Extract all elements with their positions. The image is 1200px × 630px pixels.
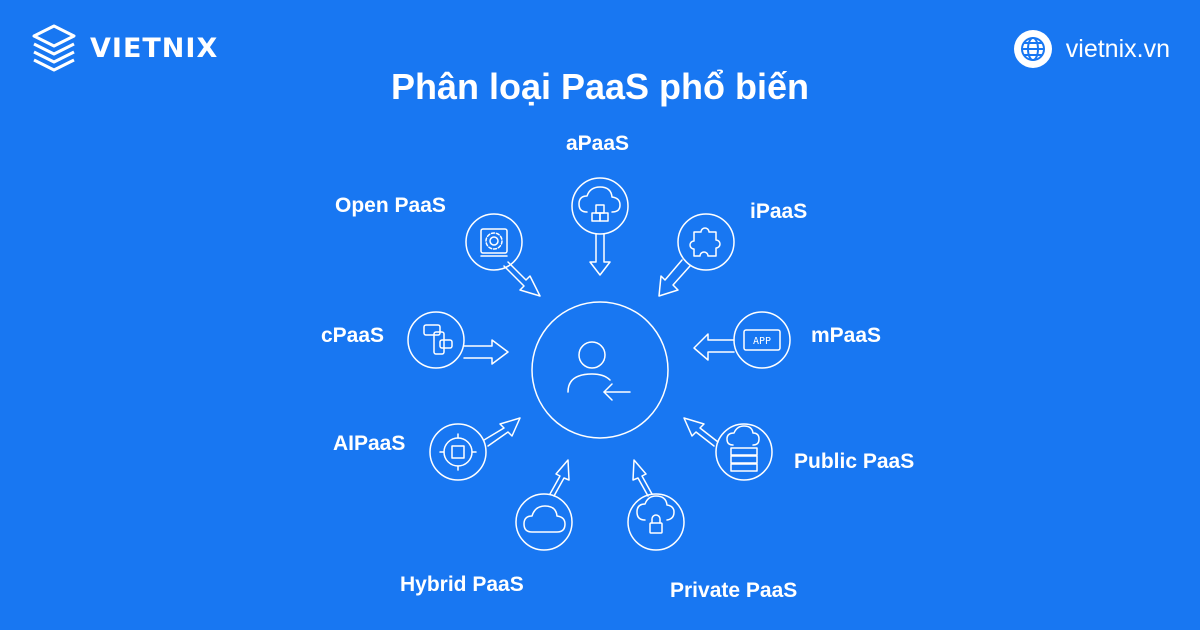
label-ipaas: iPaaS	[750, 200, 808, 223]
open-paas-node	[465, 213, 541, 297]
label-hybrid-paas: Hybrid PaaS	[400, 573, 524, 596]
label-aipaas: AIPaaS	[333, 432, 406, 455]
center-user-icon	[531, 301, 669, 439]
label-public-paas: Public PaaS	[794, 450, 915, 473]
ipaas-node	[658, 213, 735, 297]
label-apaas: aPaaS	[566, 132, 630, 155]
site-url[interactable]: vietnix.vn	[1065, 34, 1170, 63]
brand-name: VIETNIX	[90, 32, 219, 64]
svg-text:APP: APP	[753, 336, 771, 347]
apaas-node	[571, 177, 629, 276]
globe-icon	[1013, 30, 1052, 68]
hybrid-paas-node	[515, 459, 573, 551]
label-private-paas: Private PaaS	[670, 579, 798, 602]
label-mpaas: mPaaS	[811, 324, 882, 347]
site-link[interactable]: vietnix.vn	[1013, 30, 1170, 68]
label-open-paas: Open PaaS	[335, 194, 446, 217]
page-title: Phân loại PaaS phổ biến	[390, 66, 810, 107]
cpaas-node	[407, 311, 509, 369]
aipaas-node	[429, 417, 521, 481]
brand: VIETNIX	[28, 22, 218, 74]
public-paas-node	[683, 417, 773, 481]
private-paas-node	[627, 459, 685, 551]
stacked-layers-logo-icon	[32, 24, 76, 72]
mpaas-node: APP	[693, 311, 791, 369]
label-cpaas: cPaaS	[321, 324, 385, 347]
